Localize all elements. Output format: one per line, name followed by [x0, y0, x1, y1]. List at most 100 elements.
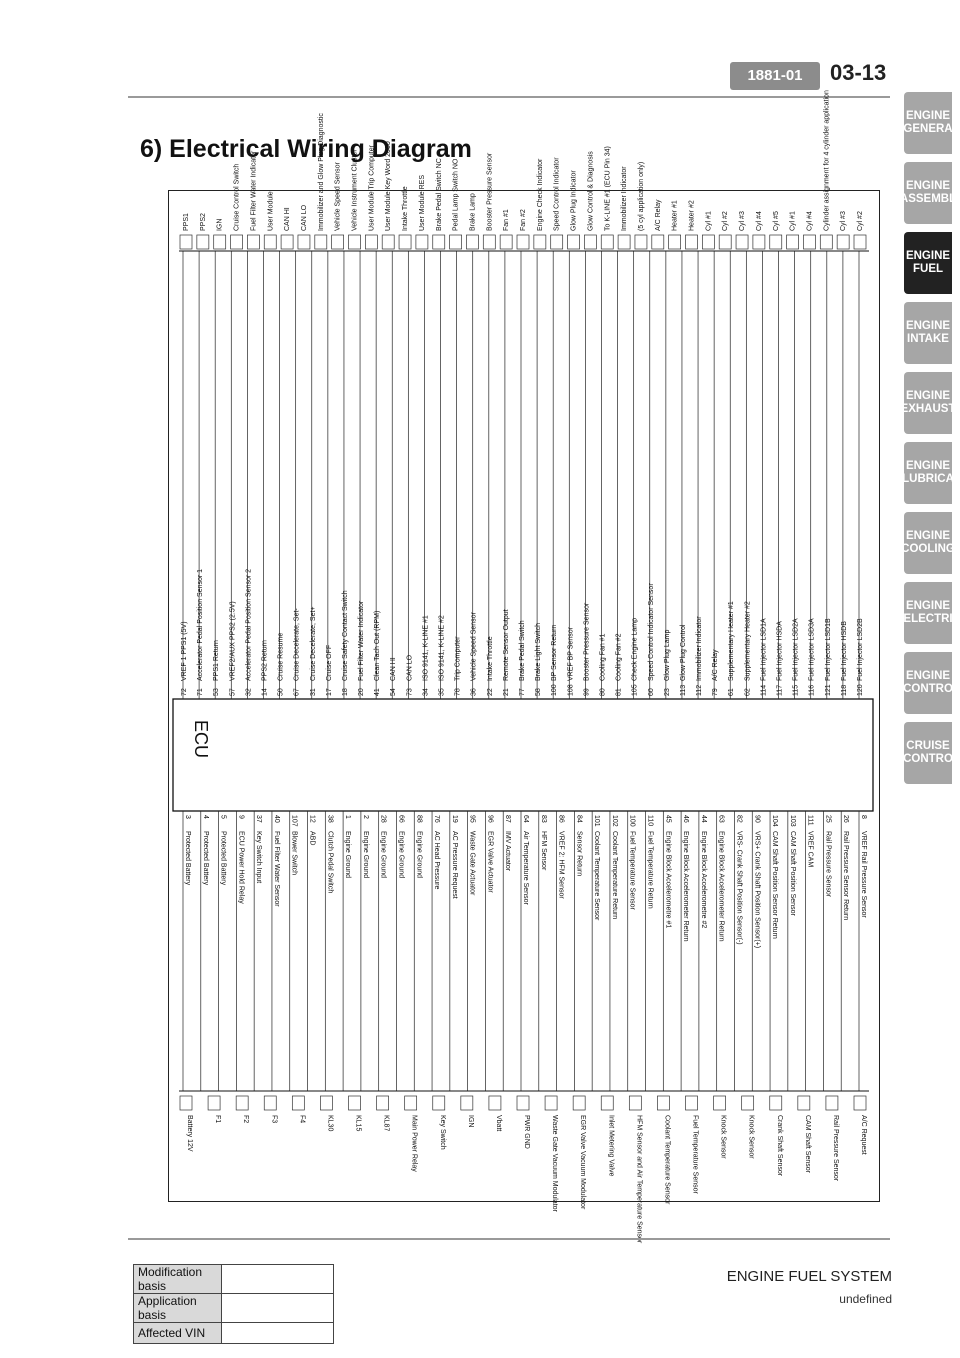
- right-pin-number: 57: [229, 688, 236, 696]
- component-symbol: [735, 234, 749, 250]
- component-symbol: [365, 234, 378, 250]
- left-pin-number: 84: [575, 815, 582, 823]
- left-component-label: PWR GND: [523, 1115, 530, 1149]
- right-pin-label: Accelerator Pedal Position Sensor 1: [197, 569, 204, 681]
- right-component-label: Cyl #5: [773, 211, 780, 231]
- right-component-label: Vehicle Speed Sensor: [335, 161, 342, 231]
- right-pin-number: 21: [503, 688, 510, 696]
- left-component-label: F3: [270, 1115, 277, 1123]
- affected-vin-value: [221, 1322, 334, 1344]
- table-row: Affected VIN: [133, 1322, 334, 1344]
- component-symbol: [853, 1095, 867, 1111]
- left-pin-number: 63: [718, 815, 725, 823]
- right-pin-label: Fuel Filter Water Indicator: [358, 600, 365, 681]
- component-symbol: [263, 1095, 277, 1111]
- left-pin-label: Engine Ground: [344, 831, 351, 878]
- left-pin-number: 2: [362, 815, 369, 819]
- left-pin-label: Engine Ground: [380, 831, 387, 878]
- footer-subtitle: undefined: [839, 1292, 892, 1306]
- right-component-label: Cyl #1: [705, 211, 712, 231]
- right-pin-label: VREF BP Sensor: [567, 626, 574, 681]
- right-pin-label: PPS2 Return: [261, 640, 268, 681]
- right-pin-label: Cruise Decelerate, Set-: [294, 608, 301, 681]
- right-pin-label: Check Engine Lamp: [632, 618, 639, 681]
- component-symbol: [741, 1095, 755, 1111]
- tab-engine-intake[interactable]: ENGINE INTAKE: [904, 302, 952, 364]
- left-component-label: EGR Valve Vacuum Modulator: [579, 1115, 586, 1210]
- right-component-label: IGN: [217, 219, 224, 231]
- right-pin-number: 99: [583, 688, 590, 696]
- left-component-label: Key Switch: [439, 1115, 446, 1150]
- left-pin-label: Key Switch Input: [255, 831, 262, 883]
- right-pin-number: 23: [664, 688, 671, 696]
- left-pin-number: 44: [700, 815, 707, 823]
- right-pin-number: 61: [728, 688, 735, 696]
- left-component-label: Vbatt: [495, 1115, 502, 1131]
- right-pin-label: VREF 1 PPS1 (5V): [181, 621, 188, 681]
- right-component-label: User Module: [267, 191, 274, 231]
- component-symbol: [432, 1095, 446, 1111]
- right-pin-number: 31: [310, 688, 317, 696]
- left-pin-label: Air Temperature Sensor: [522, 831, 529, 905]
- right-pin-number: 100: [551, 684, 558, 696]
- left-pin-number: 28: [380, 815, 387, 823]
- right-pin-number: 62: [744, 688, 751, 696]
- component-symbol: [466, 234, 479, 250]
- left-pin-number: 110: [647, 815, 654, 826]
- right-pin-number: 115: [793, 685, 800, 696]
- right-component-label: Heater #2: [689, 200, 696, 231]
- component-symbol: [404, 1095, 418, 1111]
- left-pin-label: Fuel Temperature Return: [647, 831, 654, 909]
- tab-engine-general[interactable]: ENGINE GENERA: [903, 92, 953, 154]
- tab-engine-control[interactable]: ENGINE CONTRO: [903, 652, 953, 714]
- right-pin-number: 20: [358, 688, 365, 696]
- tab-engine-fuel[interactable]: ENGINE FUEL: [904, 232, 952, 294]
- component-symbol: [572, 1095, 586, 1111]
- component-symbol: [331, 234, 344, 250]
- right-pin-number: 116: [809, 685, 816, 696]
- right-component-label: Cyl #3: [840, 211, 847, 231]
- component-symbol: [247, 234, 260, 250]
- left-pin-label: Waste Gate Actuator: [469, 831, 476, 896]
- left-pin-label: AC Head Pressure: [433, 831, 440, 889]
- left-pin-number: 46: [682, 815, 689, 823]
- tab-engine-assembly[interactable]: ENGINE ASSEMBL: [900, 162, 956, 224]
- left-pin-number: 83: [540, 815, 547, 823]
- left-pin-number: 4: [202, 815, 209, 819]
- right-pin-label: Intake Throttle: [487, 636, 494, 681]
- tab-engine-electrical[interactable]: ENGINE ELECTRI: [903, 582, 953, 644]
- right-pin-number: 32: [245, 688, 252, 696]
- left-pin-number: 38: [326, 815, 333, 823]
- component-symbol: [179, 1095, 193, 1111]
- right-component-label: Pedal Lamp Switch NO: [453, 158, 460, 231]
- component-symbol: [348, 1095, 361, 1111]
- right-component-label: Vehicle Instrument Cluster: [352, 149, 359, 231]
- left-component-label: Rail Pressure Sensor: [832, 1115, 839, 1182]
- right-pin-number: 41: [374, 688, 381, 696]
- right-pin-label: BP Sensor Return: [551, 625, 558, 681]
- component-symbol: [701, 234, 715, 250]
- right-component-label: Booster Pressure Sensor: [486, 152, 493, 231]
- tab-engine-lubrication[interactable]: ENGINE LUBRICA: [902, 442, 954, 504]
- revision-table: Modification basis Application basis Aff…: [133, 1264, 334, 1344]
- right-component-label: Speed Control Indicator: [554, 157, 561, 231]
- component-symbol: [297, 234, 311, 250]
- right-component-label: Heater #1: [672, 200, 679, 231]
- right-component-label: Cyl #4: [756, 211, 763, 231]
- left-pin-number: 9: [237, 815, 244, 819]
- tab-engine-cooling[interactable]: ENGINE COOLING: [901, 512, 955, 574]
- component-symbol: [713, 1095, 726, 1111]
- right-component-label: PPS2: [200, 213, 207, 231]
- left-component-label: KL30: [326, 1115, 333, 1131]
- tab-cruise-control[interactable]: CRUISE CONTRO: [903, 722, 953, 784]
- right-pin-label: Fuel Injector HSDA: [777, 621, 784, 681]
- right-pin-label: Cruise OFF: [326, 645, 333, 681]
- left-pin-number: 111: [807, 815, 814, 826]
- tab-engine-exhaust[interactable]: ENGINE EXHAUST: [901, 372, 955, 434]
- component-symbol: [584, 234, 597, 250]
- left-pin-label: Engine Block Accelerometre #2: [700, 831, 707, 928]
- right-pin-number: 22: [487, 688, 494, 696]
- right-pin-number: 58: [535, 688, 542, 696]
- right-pin-label: Speed Control Indicator Sensor: [648, 583, 655, 681]
- right-pin-number: 78: [455, 688, 462, 696]
